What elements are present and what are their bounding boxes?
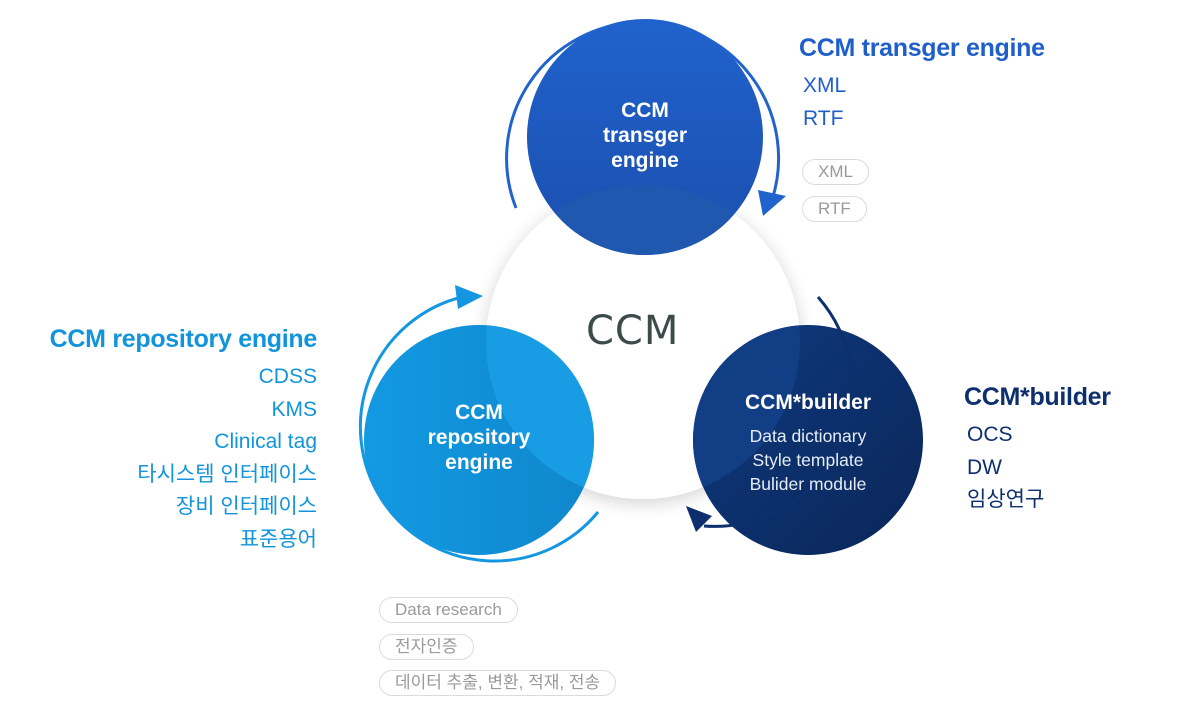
repository-engine-circle-label: CCM repository engine	[399, 400, 559, 475]
repository-pill-e-authentication: 전자인증	[379, 634, 474, 660]
builder-circle-title: CCM*builder	[745, 391, 871, 414]
repository-circle-line-1: CCM	[455, 401, 503, 424]
repository-item: KMS	[271, 397, 317, 421]
repository-item: 표준용어	[239, 527, 317, 551]
builder-circle-item: Bulider module	[749, 474, 867, 494]
builder-circle-item: Style template	[752, 450, 864, 470]
transfer-engine-circle-label: CCM transger engine	[565, 98, 725, 173]
builder-items: OCS DW 임상연구	[967, 419, 1044, 517]
transfer-pill-rtf: RTF	[802, 196, 867, 222]
builder-circle-item: Data dictionary	[749, 426, 867, 446]
transfer-item: RTF	[803, 106, 844, 130]
repository-pill-data-research: Data research	[379, 597, 518, 623]
transfer-engine-items: XML RTF	[803, 70, 846, 135]
repository-item: 타시스템 인터페이스	[137, 462, 317, 486]
transfer-pill-xml: XML	[802, 159, 869, 185]
repository-engine-title: CCM repository engine	[49, 325, 318, 353]
builder-item: 임상연구	[967, 488, 1045, 511]
builder-item: DW	[967, 455, 1002, 479]
transfer-item: XML	[803, 74, 847, 97]
center-label: CCM	[586, 308, 680, 354]
transfer-arrowhead-icon	[758, 190, 786, 216]
transfer-engine-title: CCM transger engine	[799, 34, 1045, 62]
repository-pill-etl: 데이터 추출, 변환, 적재, 전송	[379, 670, 617, 696]
builder-item: OCS	[967, 423, 1013, 446]
repository-item: CDSS	[258, 365, 317, 388]
repository-engine-items: CDSS KMS Clinical tag 타시스템 인터페이스 장비 인터페이…	[137, 361, 317, 556]
repository-circle-line-3: engine	[445, 451, 513, 474]
builder-arrowhead-icon	[686, 506, 712, 532]
repository-cycle-arrow	[358, 295, 600, 563]
builder-title: CCM*builder	[964, 383, 1111, 411]
transfer-cycle-arrow	[505, 20, 781, 209]
builder-cycle-arrow	[703, 296, 855, 528]
repository-item: Clinical tag	[214, 430, 317, 453]
transfer-circle-line-2: transger	[602, 124, 688, 147]
repository-arrowhead-icon	[455, 285, 483, 309]
repository-item: 장비 인터페이스	[175, 495, 317, 518]
transfer-circle-line-1: CCM	[621, 99, 669, 122]
transfer-circle-line-3: engine	[611, 149, 679, 172]
repository-circle-line-2: repository	[427, 426, 531, 449]
builder-circle-items: Data dictionary Style template Bulider m…	[718, 424, 898, 496]
